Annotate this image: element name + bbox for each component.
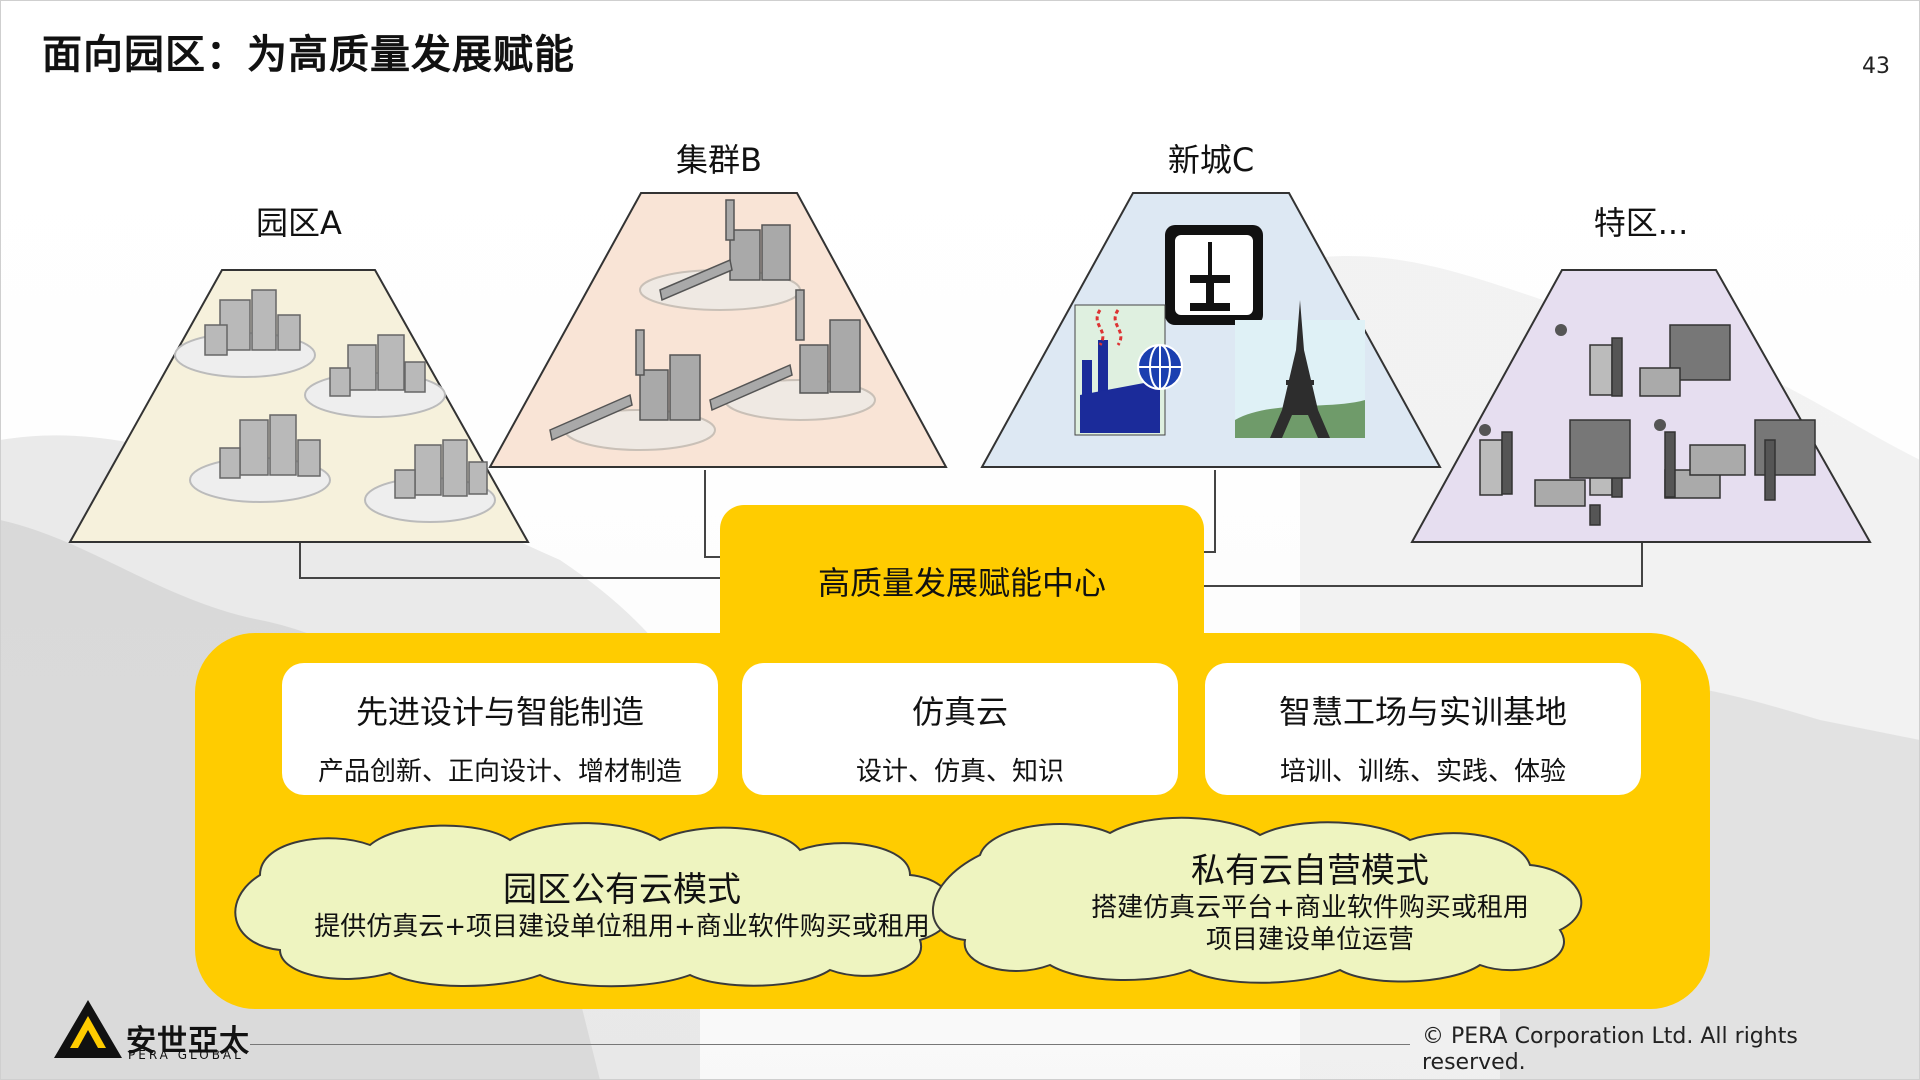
page-title: 面向园区：为高质量发展赋能 bbox=[42, 32, 575, 78]
site-a-label: 园区A bbox=[256, 204, 342, 242]
private-cloud-shape bbox=[931, 816, 1583, 984]
card-title: 先进设计与智能制造 bbox=[355, 693, 644, 731]
site-c-illustration bbox=[1074, 225, 1365, 438]
center-tab bbox=[720, 505, 1204, 655]
site-d-label: 特区... bbox=[1593, 204, 1689, 242]
mode-clouds bbox=[234, 816, 1583, 988]
public-cloud-title: 园区公有云模式 bbox=[503, 870, 741, 910]
card-smart-workshop: 智慧工场与实训基地 培训、训练、实践、体验 bbox=[1205, 663, 1641, 795]
logo-en-text: PERA GLOBAL bbox=[128, 1048, 244, 1062]
factory-globe-icon bbox=[1074, 304, 1183, 436]
card-advanced-design: 先进设计与智能制造 产品创新、正向设计、增材制造 bbox=[282, 663, 718, 795]
connector-lines bbox=[299, 470, 1643, 587]
company-logo: 安世亞太 PERA GLOBAL bbox=[52, 996, 252, 1062]
site-c-label: 新城C bbox=[1167, 141, 1255, 179]
public-cloud-line-1: 提供仿真云+项目建设单位租用+商业软件购买或租用 bbox=[314, 912, 930, 942]
eiffel-tower-icon bbox=[1235, 300, 1365, 438]
card-subtitle: 培训、训练、实践、体验 bbox=[1279, 757, 1566, 787]
site-a-buildings-illustration bbox=[174, 289, 496, 523]
copyright-text: © PERA Corporation Ltd. All rights reser… bbox=[1422, 1024, 1798, 1075]
card-subtitle: 产品创新、正向设计、增材制造 bbox=[317, 757, 682, 787]
center-label: 高质量发展赋能中心 bbox=[817, 564, 1106, 602]
card-subtitle: 设计、仿真、知识 bbox=[855, 757, 1064, 787]
card-simulation-cloud: 仿真云 设计、仿真、知识 bbox=[742, 663, 1178, 795]
private-cloud-line-2: 项目建设单位运营 bbox=[1205, 925, 1414, 955]
private-cloud-line-1: 搭建仿真云平台+商业软件购买或租用 bbox=[1091, 893, 1529, 923]
logo-cn-text: 安世亞太 bbox=[126, 1024, 250, 1059]
card-title: 智慧工场与实训基地 bbox=[1278, 693, 1567, 731]
site-d-training-illustration bbox=[1479, 324, 1816, 526]
page-number: 43 bbox=[1862, 54, 1890, 79]
site-b-label: 集群B bbox=[676, 141, 762, 179]
logo-triangle-icon bbox=[54, 1000, 122, 1058]
public-cloud-text: 园区公有云模式 提供仿真云+项目建设单位租用+商业软件购买或租用 bbox=[262, 862, 982, 943]
private-cloud-text: 私有云自营模式 搭建仿真云平台+商业软件购买或租用 项目建设单位运营 bbox=[980, 843, 1640, 956]
private-cloud-title: 私有云自营模式 bbox=[1191, 851, 1429, 891]
footer-divider bbox=[250, 1044, 1410, 1045]
public-cloud-shape bbox=[234, 822, 954, 988]
card-title: 仿真云 bbox=[911, 693, 1008, 731]
site-b-factories-illustration bbox=[549, 199, 876, 451]
